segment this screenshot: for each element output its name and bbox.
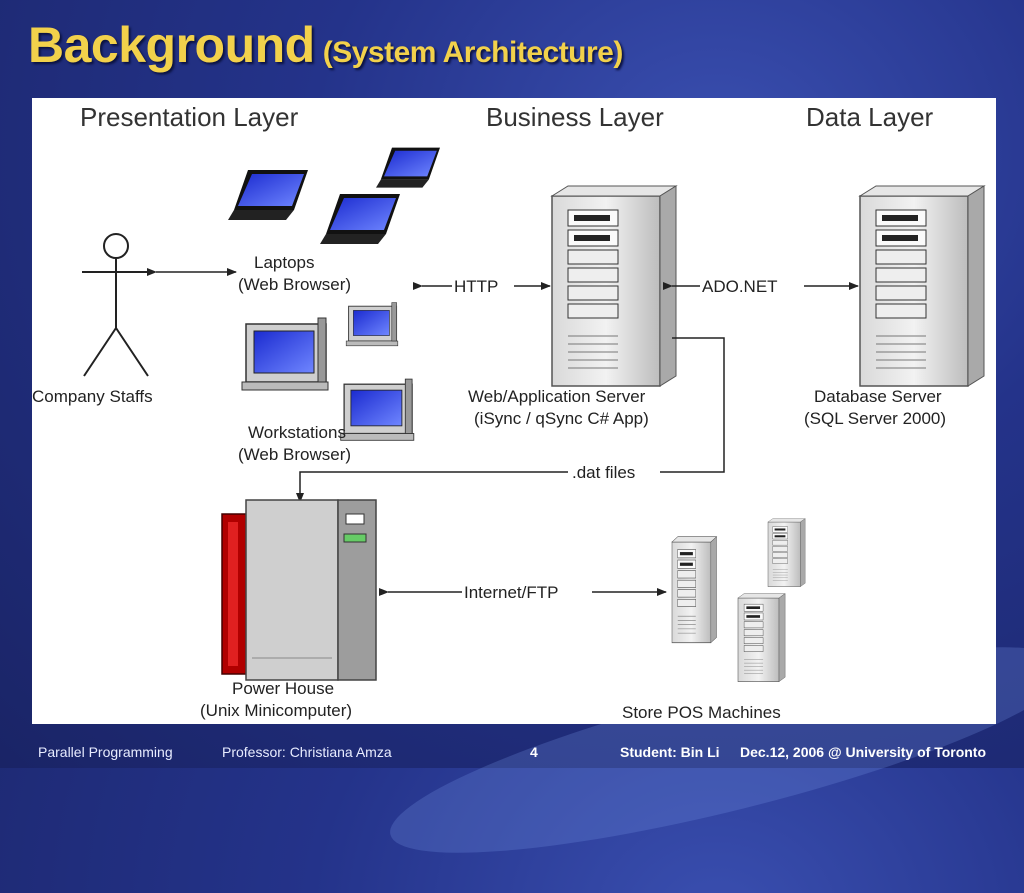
architecture-diagram: Presentation Layer Business Layer Data L… — [32, 98, 996, 724]
edge-label-http: HTTP — [454, 277, 498, 296]
label-power-house-sub: (Unix Minicomputer) — [200, 701, 352, 720]
title-subtitle: (System Architecture) — [322, 36, 624, 69]
label-workstations: Workstations — [248, 423, 346, 442]
edge-dat-files-right — [660, 337, 725, 473]
header-data-layer: Data Layer — [806, 102, 934, 132]
footer-date: Dec.12, 2006 @ University of Toronto — [740, 744, 987, 760]
workstations-icon — [241, 302, 415, 441]
database-server-icon — [859, 185, 985, 387]
label-laptops-sub: (Web Browser) — [238, 275, 351, 294]
footer-page-number: 4 — [530, 744, 538, 760]
label-company-staffs: Company Staffs — [32, 387, 153, 406]
edge-label-ftp: Internet/FTP — [464, 583, 558, 602]
footer-course: Parallel Programming — [38, 744, 173, 760]
diagram-canvas: Presentation Layer Business Layer Data L… — [32, 102, 985, 722]
header-presentation-layer: Presentation Layer — [80, 102, 299, 132]
label-workstations-sub: (Web Browser) — [238, 445, 351, 464]
label-app-server-sub: (iSync / qSync C# App) — [474, 409, 649, 428]
label-app-server: Web/Application Server — [468, 387, 646, 406]
label-db-server-sub: (SQL Server 2000) — [804, 409, 946, 428]
store-pos-machines-icon — [671, 518, 806, 682]
company-staff-icon — [82, 233, 150, 377]
power-house-minicomputer-icon — [221, 499, 377, 681]
footer-student: Student: Bin Li — [620, 744, 720, 760]
label-laptops: Laptops — [254, 253, 315, 272]
application-server-icon — [551, 185, 677, 387]
edge-dat-files-left — [296, 471, 568, 503]
edge-label-ado: ADO.NET — [702, 277, 778, 296]
edge-label-dat-files: .dat files — [572, 463, 635, 482]
label-power-house: Power House — [232, 679, 334, 698]
laptops-icon — [228, 147, 440, 244]
title-main: Background — [28, 17, 315, 73]
header-business-layer: Business Layer — [486, 102, 664, 132]
footer-professor: Professor: Christiana Amza — [222, 744, 392, 760]
label-db-server: Database Server — [814, 387, 942, 406]
label-pos-machines: Store POS Machines — [622, 703, 781, 722]
slide-title: Background(System Architecture) — [28, 16, 623, 74]
